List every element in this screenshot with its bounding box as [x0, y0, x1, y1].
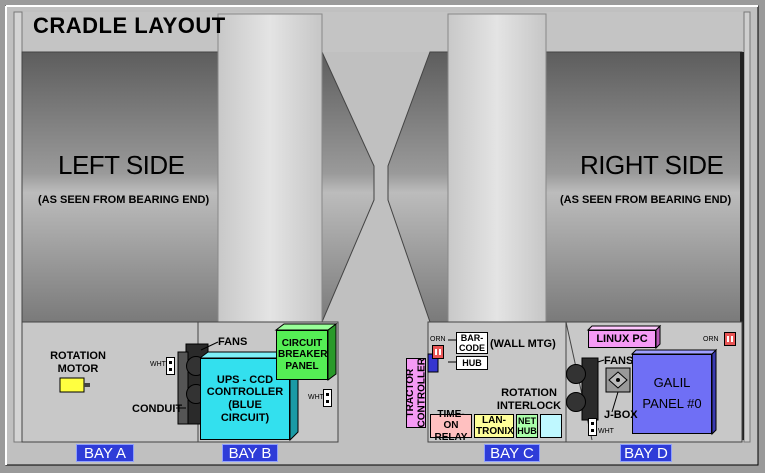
fans-right-label: FANS: [604, 355, 634, 367]
circuit-breaker-panel: CIRCUIT BREAKER PANEL: [276, 330, 328, 380]
ups-ccd-controller: UPS - CCD CONTROLLER (BLUE CIRCUIT): [200, 358, 290, 440]
page-title: CRADLE LAYOUT: [33, 13, 226, 38]
wht-d-label: WHT: [598, 428, 614, 435]
net-hub-label: NET HUB: [517, 415, 537, 436]
wht-b-label: WHT: [308, 394, 324, 401]
right-wall-edge: [740, 52, 744, 440]
fan-right-1: [566, 364, 586, 384]
orn-c1-label: ORN: [430, 336, 446, 343]
tractor-controller-label: TRACTOR CONTROLLER: [405, 358, 428, 428]
rotation-motor-shape: [59, 377, 85, 393]
right-bearing-band: [447, 13, 547, 327]
right-side-note: (AS SEEN FROM BEARING END): [560, 194, 732, 206]
time-on-relay: TIME-ON RELAY: [430, 409, 472, 443]
bay-a-compartment: [21, 321, 199, 443]
outlet-wht-d: [588, 418, 597, 436]
net-hub: NET HUB: [516, 414, 538, 438]
right-side-label: RIGHT SIDE: [580, 150, 724, 180]
outlet-wht-a: [166, 357, 175, 375]
galil-panel-label: GALIL PANEL #0: [642, 375, 702, 411]
fan-mount-right: [581, 357, 599, 421]
rotation-motor-label: ROTATION MOTOR: [50, 350, 106, 375]
fan-right-2: [566, 392, 586, 412]
circuit-breaker-label: CIRCUIT BREAKER PANEL: [278, 337, 328, 372]
outlet-orn-c1: [432, 345, 444, 359]
barcode-box: BAR-CODE: [456, 332, 488, 354]
bay-a-label: BAY A: [76, 444, 134, 462]
jbox-label: J-BOX: [604, 409, 638, 421]
outlet-wht-b: [323, 389, 332, 407]
rotation-interlock-label: ROTATION INTERLOCK: [496, 387, 562, 412]
right-drum: [387, 51, 743, 323]
right-post: [743, 11, 751, 443]
lantronix: LAN-TRONIX: [474, 414, 514, 438]
interlock-box: [540, 414, 562, 438]
tractor-controller: TRACTOR CONTROLLER: [405, 358, 428, 428]
left-post: [13, 11, 23, 443]
left-bearing-band: [217, 13, 323, 327]
left-side-label: LEFT SIDE: [58, 150, 185, 180]
barcode-label: BAR-CODE: [458, 332, 485, 353]
orn-d-label: ORN: [703, 336, 719, 343]
top-strip: [14, 12, 750, 52]
time-on-relay-label: TIME-ON RELAY: [434, 408, 468, 443]
wall-mtg-label: (WALL MTG): [490, 338, 556, 350]
ups-ccd-label: UPS - CCD CONTROLLER (BLUE CIRCUIT): [206, 373, 284, 424]
hub-box: HUB: [456, 356, 488, 370]
left-side-note: (AS SEEN FROM BEARING END): [38, 194, 210, 206]
wht-a-label: WHT: [150, 361, 166, 368]
outlet-orn-d: [724, 332, 736, 346]
bay-d-label: BAY D: [620, 444, 672, 462]
lantronix-label: LAN-TRONIX: [476, 414, 514, 438]
galil-panel: GALIL PANEL #0: [632, 354, 712, 434]
linux-pc: LINUX PC: [588, 330, 656, 348]
linux-pc-label: LINUX PC: [596, 332, 648, 345]
bay-c-label: BAY C: [484, 444, 540, 462]
conduit-label: CONDUIT: [132, 403, 183, 415]
hub-label: HUB: [462, 357, 482, 368]
bay-b-label: BAY B: [222, 444, 278, 462]
fans-left-label: FANS: [218, 336, 248, 348]
